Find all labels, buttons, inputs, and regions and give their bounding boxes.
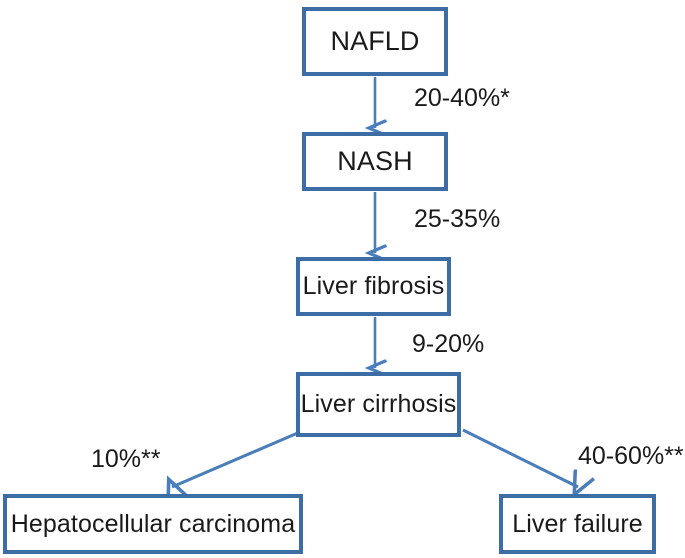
node-liver-fibrosis: Liver fibrosis <box>296 257 451 316</box>
node-liver-fibrosis-label: Liver fibrosis <box>302 272 445 300</box>
node-nash-label: NASH <box>337 146 413 176</box>
node-hepatocellular-carcinoma-label: Hepatocellular carcinoma <box>10 509 296 538</box>
edge-label-cirrhosis-to-failure: 40-60%** <box>578 442 684 470</box>
edge-label-nafld-to-nash: 20-40%* <box>414 84 510 112</box>
edge-label-nash-to-fibrosis: 25-35% <box>414 205 501 233</box>
node-liver-failure-label: Liver failure <box>512 509 643 538</box>
node-liver-failure: Liver failure <box>499 494 656 554</box>
arrow-cirrhosis-to-hcc <box>172 430 301 487</box>
node-hepatocellular-carcinoma: Hepatocellular carcinoma <box>3 494 303 554</box>
edge-label-cirrhosis-to-hcc: 10%** <box>91 445 161 473</box>
edge-label-fibrosis-to-cirrhosis: 9-20% <box>412 330 485 358</box>
node-nafld-label: NAFLD <box>330 26 420 56</box>
node-liver-cirrhosis-label: Liver cirrhosis <box>300 390 457 418</box>
node-liver-cirrhosis: Liver cirrhosis <box>296 372 461 437</box>
node-nash: NASH <box>302 132 448 191</box>
arrow-cirrhosis-to-failure <box>462 428 578 487</box>
node-nafld: NAFLD <box>302 7 448 76</box>
